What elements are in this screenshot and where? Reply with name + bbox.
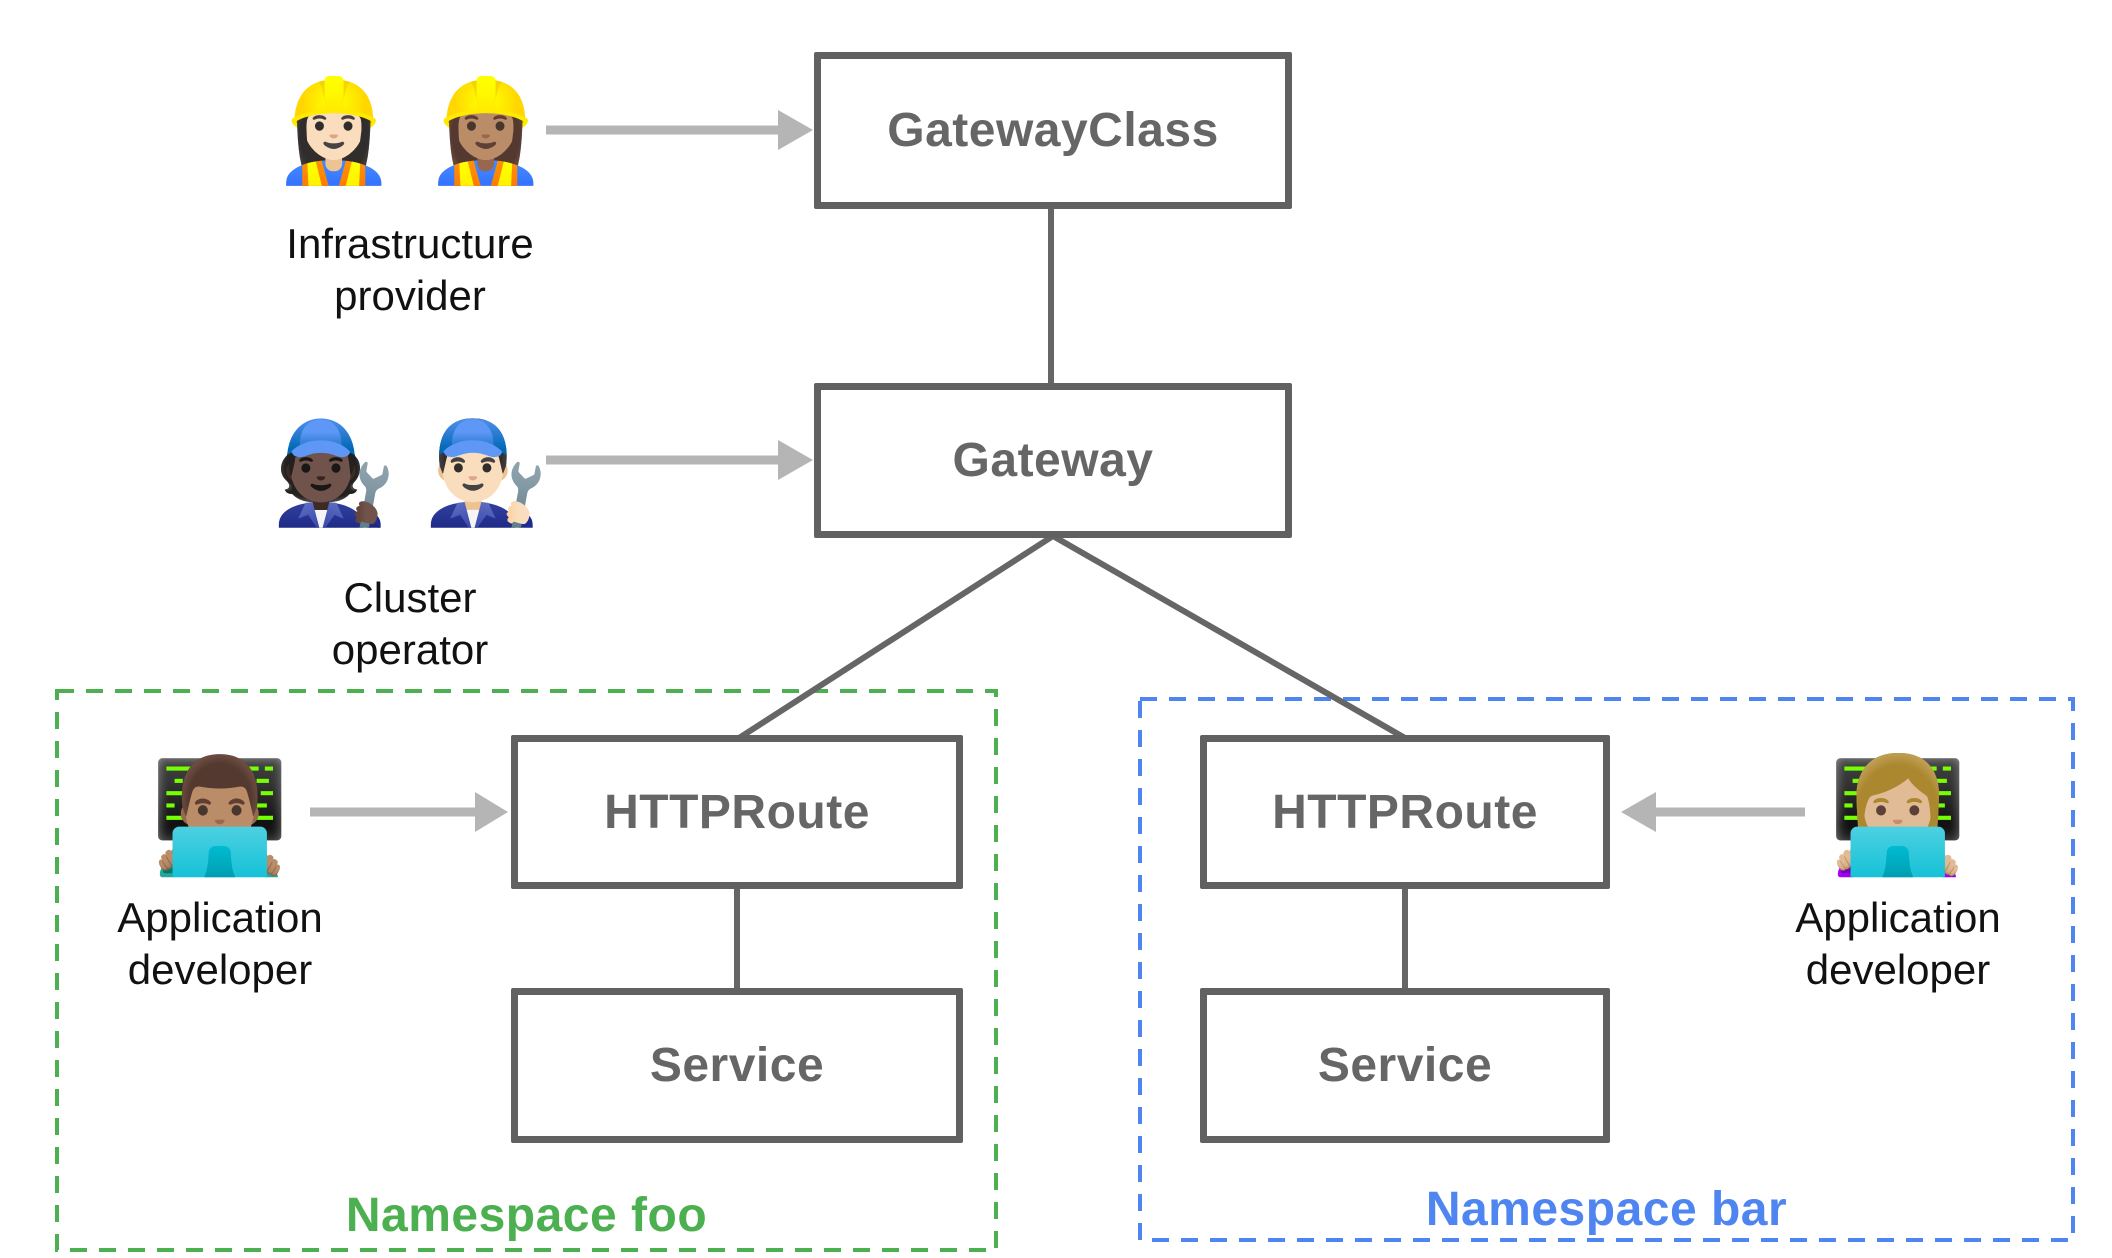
namespace-foo-label: Namespace foo <box>345 1189 708 1242</box>
technologist-emoji-icon: 👩🏼‍💻 <box>1828 753 1968 878</box>
mechanic-emojis-icon: 🧑🏿‍🔧 👨🏻‍🔧 <box>271 417 549 529</box>
technologist-emoji-icon: 👨🏽‍💻 <box>150 753 290 878</box>
arrow-cluster-operator-to-gateway <box>546 440 813 480</box>
httproute-foo-label: HTTPRoute <box>604 785 870 839</box>
gateway-node: Gateway <box>814 383 1292 538</box>
gateway-httproute-bar-connector <box>1051 533 1407 741</box>
gateway-httproute-foo-connector <box>737 533 1055 741</box>
gatewayclass-node: GatewayClass <box>814 52 1292 209</box>
namespace-bar-boundary <box>1138 697 2075 1242</box>
gateway-label: Gateway <box>952 434 1154 487</box>
arrow-head-icon <box>778 110 813 150</box>
gatewayclass-label: GatewayClass <box>887 104 1219 157</box>
arrow-app-developer-to-httproute-bar <box>1621 792 1805 832</box>
persona-app-developer-foo: 👨🏽‍💻 Application developer <box>100 746 340 996</box>
httproute-bar-node: HTTPRoute <box>1200 735 1610 889</box>
app-developer-foo-label: Application developer <box>117 894 323 993</box>
arrow-app-developer-to-httproute-foo <box>310 792 508 832</box>
infrastructure-provider-label: Infrastructure provider <box>286 220 534 319</box>
persona-cluster-operator: 🧑🏿‍🔧 👨🏻‍🔧 Cluster operator <box>230 398 590 676</box>
httproute-foo-node: HTTPRoute <box>511 735 963 889</box>
namespace-bar-label: Namespace bar <box>1425 1183 1788 1236</box>
service-foo-label: Service <box>649 1039 825 1092</box>
cluster-operator-label: Cluster operator <box>331 574 489 673</box>
construction-worker-emojis-icon: 👷🏻‍♀️ 👷🏽‍♀️ <box>271 75 549 187</box>
persona-app-developer-bar: 👩🏼‍💻 Application developer <box>1778 746 2018 996</box>
arrow-head-icon <box>1621 792 1656 832</box>
service-bar-node: Service <box>1200 988 1610 1143</box>
namespace-foo-boundary <box>55 689 998 1252</box>
httproute-bar-label: HTTPRoute <box>1272 785 1538 839</box>
persona-infrastructure-provider: 👷🏻‍♀️ 👷🏽‍♀️ Infrastructure provider <box>230 56 590 322</box>
service-foo-node: Service <box>511 988 963 1143</box>
arrow-infrastructure-provider-to-gatewayclass <box>546 110 813 150</box>
arrow-head-icon <box>475 792 508 832</box>
service-bar-label: Service <box>1317 1039 1493 1092</box>
app-developer-bar-label: Application developer <box>1795 894 2001 993</box>
arrow-head-icon <box>778 440 813 480</box>
